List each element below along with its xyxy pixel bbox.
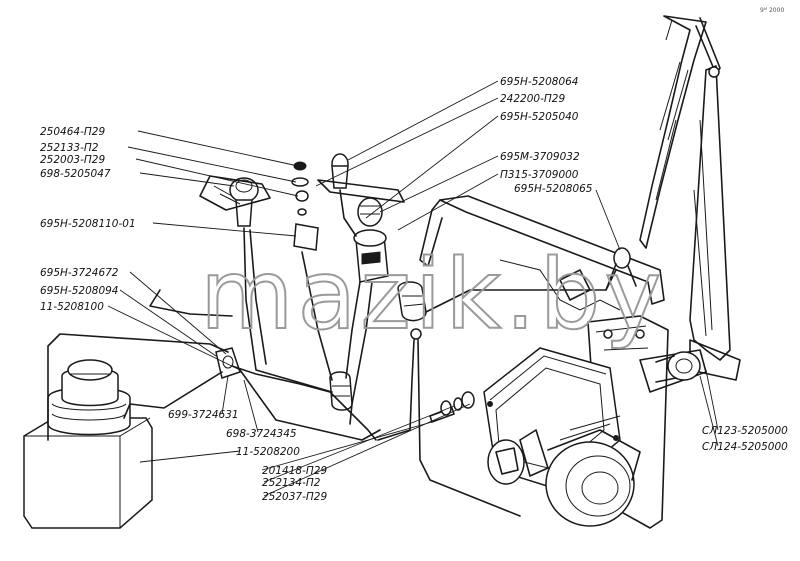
leader-lines xyxy=(107,80,719,497)
part-label: 695Н-5208110-01 xyxy=(40,218,136,230)
hoses xyxy=(47,189,617,517)
part-label: 252037-П29 xyxy=(262,491,327,503)
part-label: СЛ123-5205000 xyxy=(702,425,788,437)
part-label: 11-5208100 xyxy=(40,301,104,313)
part-label: П315-3709000 xyxy=(500,169,579,181)
washer-pump xyxy=(353,197,389,283)
part-label: 242200-П29 xyxy=(500,93,565,105)
part-label: 695Н-5208064 xyxy=(500,76,579,88)
frame-bracket xyxy=(419,195,665,311)
part-label: 201418-П29 xyxy=(262,465,327,477)
part-label: 11-5208200 xyxy=(236,446,300,458)
wiper-blade xyxy=(639,15,721,249)
part-label: 695М-3709032 xyxy=(500,151,580,163)
bolt-washers xyxy=(429,391,475,423)
corner-mark: 9ᴹ 2000 xyxy=(760,7,784,14)
part-label: 695Н-5208065 xyxy=(514,183,593,195)
part-label: 699-3724631 xyxy=(168,409,239,421)
part-label: 695Н-5208094 xyxy=(40,285,119,297)
part-labels: 695Н-5208064 242200-П29 695Н-5205040 250… xyxy=(40,76,788,503)
part-label: СЛ124-5205000 xyxy=(702,441,788,453)
part-label: 698-5205047 xyxy=(40,168,111,180)
hose-filter xyxy=(329,281,427,411)
wiper-arm xyxy=(689,65,741,381)
part-label: 695Н-3724672 xyxy=(40,267,119,279)
washer-reservoir xyxy=(23,359,153,529)
part-label: 252134-П2 xyxy=(262,477,321,489)
switch-middle xyxy=(317,153,405,203)
watermark-text: mazik.by xyxy=(200,239,665,351)
part-label: 698-3724345 xyxy=(226,428,297,440)
part-label: 252133-П2 xyxy=(40,142,99,154)
wiper-motor xyxy=(483,347,641,527)
switch-left xyxy=(199,175,271,227)
small-fittings xyxy=(291,161,319,251)
part-label: 250464-П29 xyxy=(40,126,105,138)
part-label: 252003-П29 xyxy=(40,154,105,166)
part-label: 695Н-5205040 xyxy=(500,111,579,123)
